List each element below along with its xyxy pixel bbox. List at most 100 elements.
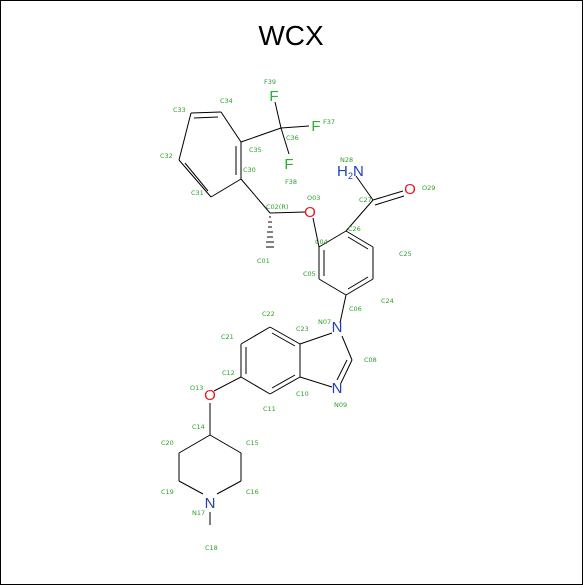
atom-label-c24: C24 <box>381 297 394 305</box>
bond-c27-o29-inner <box>374 195 405 206</box>
atom-label-c27: C27 <box>359 196 372 204</box>
atom-symbol-o29: O <box>404 181 416 198</box>
bond-c06-c05 <box>318 278 347 296</box>
bond-c21-c22 <box>240 326 271 345</box>
atom-symbol-n28-subscript: 2 <box>348 171 353 181</box>
diagram-title: WCX <box>258 20 324 51</box>
atom-label-c16: C16 <box>246 488 259 496</box>
bond-c10-c11-inner <box>271 374 296 389</box>
bond-c10-c11 <box>269 376 301 395</box>
bond-c31-c32 <box>178 159 212 198</box>
atom-label-c20: C20 <box>161 439 174 447</box>
bond-c31-c32-inner <box>184 162 209 192</box>
bond-c36-f37 <box>280 125 310 129</box>
atom-symbol-n28-n: N <box>353 163 364 180</box>
bond-c27-o29 <box>372 190 404 201</box>
atom-label-f37: F37 <box>323 118 335 126</box>
bond-c36-f38 <box>280 127 290 155</box>
atom-symbol-o13: O <box>204 387 216 404</box>
atom-label-n17: N17 <box>192 509 205 517</box>
bond-c27-n28 <box>355 175 374 201</box>
atom-label-c01: C01 <box>257 257 270 265</box>
atom-label-c18: C18 <box>205 544 218 552</box>
atom-label-c05: C05 <box>303 270 316 278</box>
atom-label-c10: C10 <box>296 390 309 398</box>
atom-symbol-n28-h: H <box>337 163 348 180</box>
atom-label-c22: C22 <box>262 310 275 318</box>
bond-n17-c16 <box>216 480 242 495</box>
atom-label-c35: C35 <box>249 146 262 154</box>
atom-labels: C18 N17 C19 C16 C20 C15 C14 O13 C12 C11 … <box>160 78 435 552</box>
atom-symbol-nh2: H 2 N <box>337 163 364 181</box>
bond-n07-c08 <box>341 335 353 361</box>
bond-c02-c01-hashed <box>266 216 274 248</box>
atom-label-c33: C33 <box>173 106 186 114</box>
atom-label-c25: C25 <box>399 250 412 258</box>
bond-c24-c06 <box>345 278 374 296</box>
atom-label-f39: F39 <box>264 78 276 86</box>
bond-c36-f39 <box>274 101 282 129</box>
bond-o13-c12 <box>213 376 242 392</box>
atom-label-f38: F38 <box>285 178 297 186</box>
bond-c30-c31 <box>210 178 242 198</box>
atom-label-c23: C23 <box>296 325 309 333</box>
atom-symbol-o03: O <box>304 204 316 221</box>
atom-label-c34: C34 <box>220 97 233 105</box>
atom-label-c32: C32 <box>160 152 173 160</box>
bond-c26-c25-inner <box>347 236 369 250</box>
atom-label-c04: C04 <box>315 238 328 246</box>
atom-label-c26: C26 <box>348 225 361 233</box>
atom-symbol-f38: F <box>284 156 293 173</box>
bond-c04-c26 <box>318 230 347 248</box>
bond-c15-c14 <box>209 434 242 454</box>
bond-c04-o03 <box>312 217 320 248</box>
atom-label-n28: N28 <box>340 156 353 164</box>
atom-label-n09: N09 <box>334 401 347 409</box>
atom-symbol-n17: N <box>205 495 216 512</box>
bond-c11-c12 <box>240 376 271 395</box>
bond-n09-c10 <box>299 376 333 388</box>
atom-symbol-f37: F <box>311 118 320 135</box>
bond-c26-c27 <box>345 199 374 232</box>
bond-c34-c35 <box>220 111 242 143</box>
atom-label-c11: C11 <box>263 405 276 413</box>
bond-c22-c23 <box>269 326 301 345</box>
bond-c20-c14 <box>178 434 211 454</box>
bond-c32-c33 <box>178 112 192 161</box>
bond-n17-c19 <box>178 480 204 495</box>
atom-label-c31: C31 <box>191 189 204 197</box>
bond-c35-c36 <box>240 127 282 143</box>
atom-label-o13: O13 <box>190 384 203 392</box>
atom-label-c06: C06 <box>349 305 362 313</box>
atom-label-c30: C30 <box>243 166 256 174</box>
atom-label-o03: O03 <box>307 194 320 202</box>
atom-symbols: N O N N O O H 2 N F F F <box>204 88 416 512</box>
bond-c33-c34 <box>190 111 222 114</box>
atom-label-c21: C21 <box>221 333 234 341</box>
bond-c33-c34-inner <box>193 116 219 119</box>
atom-label-c19: C19 <box>161 488 174 496</box>
atom-symbol-n07: N <box>332 319 343 336</box>
bond-o03-c02 <box>269 211 306 214</box>
atom-symbol-f39: F <box>269 88 278 105</box>
atom-symbol-n09: N <box>332 380 343 397</box>
atom-label-o29: O29 <box>422 184 435 192</box>
bond-c26-c25 <box>345 230 374 248</box>
atom-label-c08: C08 <box>364 356 377 364</box>
bond-c08-n09-inner <box>336 359 348 381</box>
atom-label-c14: C14 <box>192 423 205 431</box>
bond-c23-n07 <box>299 332 333 345</box>
atom-label-n07: N07 <box>318 318 331 326</box>
atom-label-c02: C02(R) <box>266 203 288 211</box>
bond-c08-n09 <box>340 359 353 384</box>
atom-label-c36: C36 <box>286 134 299 142</box>
bond-n07-c06 <box>339 294 347 324</box>
atom-label-c12: C12 <box>222 369 235 377</box>
bond-c22-c23-inner <box>271 332 296 347</box>
atom-label-c15: C15 <box>246 439 259 447</box>
bonds <box>178 101 405 525</box>
bond-c24-c06-inner <box>347 276 369 290</box>
